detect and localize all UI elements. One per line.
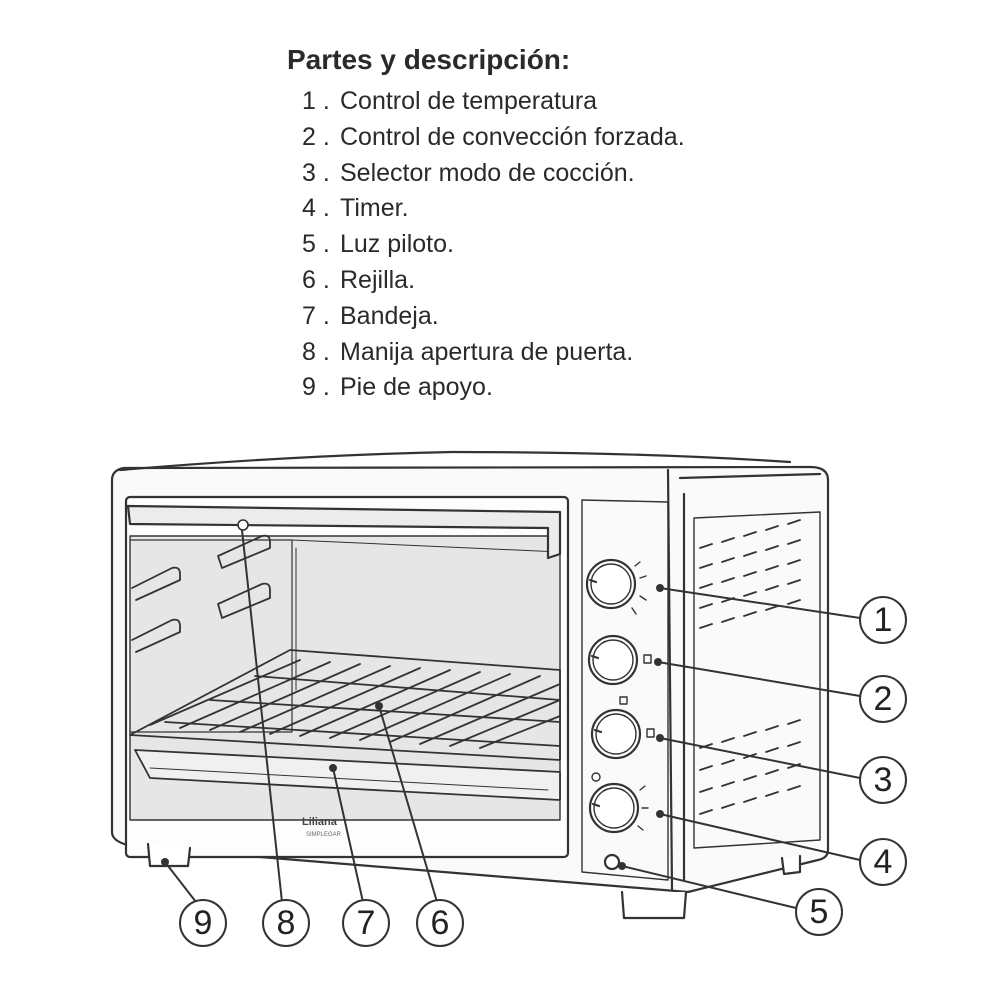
pilot-light: [603, 853, 621, 871]
callout-2: 2: [859, 675, 907, 723]
part-number: 1 .: [302, 87, 330, 115]
wire-rack: [129, 649, 561, 761]
part-number: 3 .: [302, 158, 330, 187]
part-number: 8 .: [302, 337, 330, 366]
part-item: 2 . Control de convección forzada.: [302, 120, 685, 156]
part-label: Control de convección forzada.: [340, 122, 685, 151]
callout-6: 6: [416, 899, 464, 947]
svg-text:4: 4: [874, 843, 893, 881]
svg-text:2: 2: [874, 680, 893, 718]
parts-list: 1 . Control de temperatura 2 . Control de …: [302, 84, 685, 406]
parts-title: Partes y descripción:: [287, 44, 571, 75]
brand-logo: Liliana SIMPLEGAR: [302, 816, 342, 838]
svg-text:3: 3: [874, 761, 893, 799]
callout-1: 1: [859, 596, 907, 644]
svg-text:8: 8: [277, 904, 296, 942]
support-feet: [146, 842, 802, 920]
svg-text:5: 5: [810, 893, 829, 931]
part-item: 6 . Rejilla.: [302, 263, 685, 299]
part-label: Luz piloto.: [340, 230, 454, 259]
svg-text:1: 1: [874, 601, 893, 639]
timer-knob: [588, 772, 649, 834]
cavity-slots: [131, 534, 271, 653]
part-item: 4 . Timer.: [302, 191, 685, 227]
svg-text:7: 7: [357, 904, 376, 942]
callout-9: 9: [179, 899, 227, 947]
control-panel: [581, 499, 669, 881]
part-item: 8 . Manija apertura de puerta.: [302, 335, 685, 371]
part-number: 9 .: [302, 373, 330, 402]
part-item: 9 . Pie de apoyo.: [302, 370, 685, 406]
callout-3: 3: [859, 756, 907, 804]
part-item: 7 . Bandeja.: [302, 299, 685, 335]
cooking-mode-knob: [590, 696, 655, 760]
svg-text:9: 9: [194, 904, 213, 942]
svg-text:6: 6: [431, 904, 450, 942]
part-number: 6 .: [302, 265, 330, 294]
baking-tray: [134, 749, 561, 801]
callout-4: 4: [859, 838, 907, 886]
convection-knob: [587, 634, 652, 686]
part-item: 3 . Selector modo de cocción.: [302, 156, 685, 192]
callout-7: 7: [342, 899, 390, 947]
callout-dots: [161, 584, 664, 870]
part-label: Selector modo de cocción.: [340, 158, 635, 187]
callout-8: 8: [262, 899, 310, 947]
part-number: 2 .: [302, 122, 330, 151]
part-label: Pie de apoyo.: [340, 373, 493, 402]
part-label: Manija apertura de puerta.: [340, 337, 634, 366]
part-number: 4 .: [302, 194, 330, 223]
part-item: 5 . Luz piloto.: [302, 227, 685, 263]
svg-text:SIMPLEGAR: SIMPLEGAR: [306, 832, 342, 838]
svg-text:Liliana: Liliana: [302, 816, 338, 828]
part-label: Rejilla.: [340, 265, 416, 294]
callout-5: 5: [795, 888, 843, 936]
part-number: 5 .: [302, 230, 330, 259]
part-item: 1 . Control de temperatura: [302, 84, 685, 120]
part-label: Control de temperatura: [340, 87, 598, 115]
part-number: 7 .: [302, 301, 330, 330]
part-label: Bandeja.: [340, 301, 439, 330]
temperature-knob: [585, 558, 647, 615]
callout-leaders: [164, 529, 861, 909]
part-label: Timer.: [340, 194, 409, 223]
